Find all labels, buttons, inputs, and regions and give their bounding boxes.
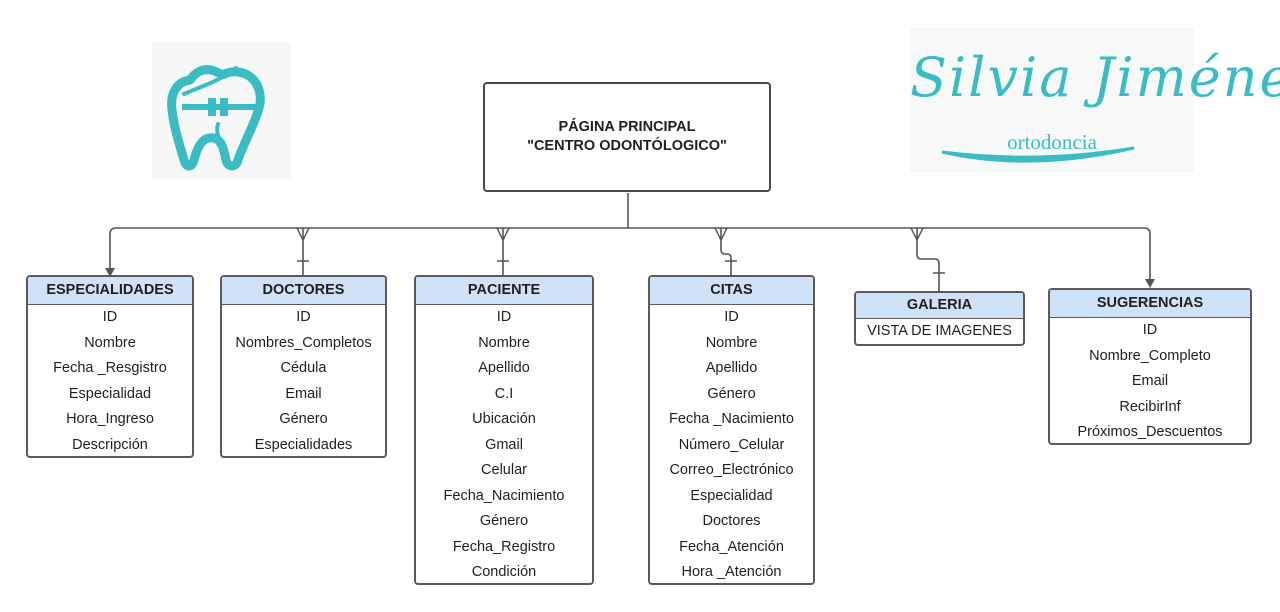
field-item: Apellido: [478, 360, 530, 376]
arrowhead-especialidades: [105, 268, 115, 277]
tooth-logo: [152, 42, 291, 179]
field-item: ID: [724, 309, 739, 325]
field-item: Próximos_Descuentos: [1077, 424, 1223, 440]
connector-sugerencias: [917, 227, 1151, 282]
field-item: Especialidades: [254, 436, 353, 453]
field-item: Fecha_Nacimiento: [443, 487, 565, 504]
field-item: Fecha_Registro: [452, 538, 556, 555]
entity-header: DOCTORES: [222, 277, 385, 305]
field-item: Especialidad: [68, 385, 152, 402]
field-item: Hora _Atención: [681, 564, 782, 580]
field-item: Fecha _Resgistro: [53, 360, 167, 376]
brand-subtitle: ortodoncia: [1007, 130, 1097, 154]
field-item: Celular: [481, 462, 527, 478]
main-title-line1: PÁGINA PRINCIPAL: [558, 119, 696, 135]
entity-header: ESPECIALIDADES: [28, 277, 192, 305]
field-item: Descripción: [72, 436, 148, 453]
field-item: Fecha _Nacimiento: [669, 411, 794, 427]
entity-galeria: GALERIA VISTA DE IMAGENES: [854, 291, 1025, 346]
field-item: Apellido: [705, 360, 758, 376]
field-item: Número_Celular: [678, 436, 785, 453]
main-page-node: PÁGINA PRINCIPAL "CENTRO ODONTÓLOGICO": [483, 82, 771, 192]
connector-galeria: [721, 227, 940, 291]
field-item: Hora_Ingreso: [66, 411, 154, 427]
field-item: ID: [102, 309, 118, 325]
arrowhead-sugerencias: [1145, 279, 1155, 288]
entity-sugerencias: SUGERENCIAS ID Nombre_Completo Email Rec…: [1048, 288, 1252, 445]
field-item: Género: [479, 513, 529, 529]
field-item: Condición: [471, 564, 537, 580]
crowfoot-citas: [714, 227, 737, 262]
crowfoot-paciente: [496, 227, 510, 262]
crowfoot-galeria: [910, 227, 945, 274]
entity-citas: CITAS ID Nombre Apellido Género Fecha _N…: [648, 275, 815, 585]
field-item: Email: [285, 385, 322, 402]
tooth-braces-icon: [167, 65, 265, 171]
field-item: ID: [1142, 322, 1158, 338]
field-item: VISTA DE IMAGENES: [867, 323, 1012, 339]
entity-especialidades: ESPECIALIDADES ID Nombre Fecha _Resgistr…: [26, 275, 194, 458]
connector-especialidades: [109, 227, 628, 270]
field-item: Especialidad: [690, 487, 773, 504]
connector-citas: [628, 227, 732, 276]
entity-header: SUGERENCIAS: [1050, 290, 1250, 318]
field-item: Nombre_Completo: [1089, 347, 1211, 364]
field-item: Email: [1131, 373, 1169, 389]
field-item: RecibirInf: [1119, 398, 1181, 415]
field-item: Nombre: [705, 334, 758, 351]
brand-name: Silvia Jiménez: [910, 46, 1280, 109]
brand-logo: Silvia Jiménez ortodoncia: [910, 28, 1280, 172]
field-item: ID: [296, 309, 311, 325]
field-item: Nombre: [84, 334, 136, 351]
entity-doctores: DOCTORES ID Nombres_Completos Cédula Ema…: [220, 275, 387, 458]
brand-swoosh-icon: [941, 146, 1135, 163]
field-item: Nombres_Completos: [235, 334, 372, 351]
field-item: Cédula: [280, 360, 327, 376]
field-item: Fecha_Atención: [679, 538, 784, 555]
field-item: Ubicación: [472, 411, 536, 427]
field-item: Doctores: [702, 513, 761, 529]
field-item: Nombre: [478, 334, 530, 351]
crowfoot-doctores: [296, 227, 310, 262]
entity-header: CITAS: [650, 277, 813, 305]
field-item: Género: [707, 385, 756, 402]
field-item: Correo_Electrónico: [669, 462, 794, 478]
entity-paciente: PACIENTE ID Nombre Apellido C.I Ubicació…: [414, 275, 594, 585]
entity-header: PACIENTE: [416, 277, 592, 305]
entity-header: GALERIA: [856, 293, 1023, 319]
field-item: ID: [496, 309, 512, 325]
field-item: Género: [279, 411, 328, 427]
main-title-line2: "CENTRO ODONTÓLOGICO": [527, 138, 727, 154]
field-item: Gmail: [485, 436, 523, 453]
field-item: C.I: [494, 385, 514, 402]
